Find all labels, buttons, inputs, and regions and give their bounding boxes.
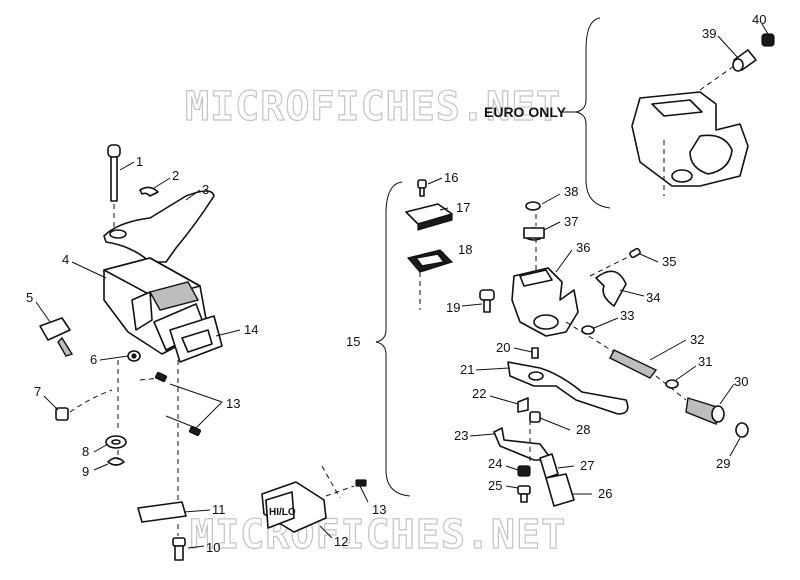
callout-37: 37: [564, 214, 578, 229]
callout-36: 36: [576, 240, 590, 255]
leader-lines: [35, 23, 769, 549]
callout-4: 4: [62, 252, 69, 267]
part-6-washer: [127, 350, 141, 362]
watermark-bottom: MICROFICHES.NET: [190, 512, 566, 558]
callout-27: 27: [580, 458, 594, 473]
part-23-bracket: [493, 427, 553, 461]
callout-16: 16: [444, 170, 458, 185]
callout-31: 31: [698, 354, 712, 369]
part-10-screw: [172, 537, 186, 561]
group-15-bracket: [375, 181, 411, 497]
callout-30: 30: [734, 374, 748, 389]
callout-40: 40: [752, 12, 766, 27]
callout-12: 12: [334, 534, 348, 549]
part-8-washer: [105, 435, 127, 449]
part-1-bolt: [107, 144, 121, 202]
part-3-lever: [103, 190, 215, 263]
callout-25: 25: [488, 478, 502, 493]
callout-10: 10: [206, 540, 220, 555]
callout-14: 14: [244, 322, 258, 337]
part-32-spring: [609, 349, 658, 379]
part-19-pin: [479, 289, 495, 313]
callout-13-left: 13: [226, 396, 240, 411]
callout-39: 39: [702, 26, 716, 41]
part-14-boot: [169, 315, 223, 363]
part-12-switch: HI/LO: [261, 481, 327, 533]
part-13-screw-right: [355, 479, 367, 487]
callout-23: 23: [454, 428, 468, 443]
part-27-switch: [539, 453, 559, 479]
callout-35: 35: [662, 254, 676, 269]
callout-3: 3: [202, 182, 209, 197]
callout-15: 15: [346, 334, 360, 349]
part-24-nut: [517, 465, 531, 477]
callout-2: 2: [172, 168, 179, 183]
part-38-washer: [525, 201, 541, 211]
part-28-nut: [529, 411, 541, 423]
callout-5: 5: [26, 290, 33, 305]
callout-32: 32: [690, 332, 704, 347]
part-17-cover: [405, 203, 453, 231]
callout-38: 38: [564, 184, 578, 199]
part-29-seal: [735, 422, 749, 438]
part-2-clip: [139, 186, 159, 197]
callout-numbers: 1 2 3 4 5 6 7 8 9 10 11 12 13 13 14 15 1…: [26, 12, 766, 555]
part-39-bleeder: [699, 49, 757, 91]
part-37-plug: [523, 227, 545, 241]
callout-8: 8: [82, 444, 89, 459]
part-26-plate: [545, 473, 575, 507]
callout-20: 20: [496, 340, 510, 355]
callout-13-right: 13: [372, 502, 386, 517]
callout-21: 21: [460, 362, 474, 377]
callout-34: 34: [646, 290, 660, 305]
part-34-clamp: [595, 270, 627, 307]
callout-7: 7: [34, 384, 41, 399]
part-33-washer: [581, 325, 595, 335]
part-40-cap: [761, 33, 775, 47]
callout-26: 26: [598, 486, 612, 501]
part-9-clip: [107, 457, 125, 466]
callout-33: 33: [620, 308, 634, 323]
part-7-nut: [55, 407, 69, 421]
part-25-screw: [517, 485, 531, 503]
part-22-spring: [517, 397, 529, 413]
callout-6: 6: [90, 352, 97, 367]
part-18-diaphragm: [406, 249, 454, 273]
callout-28: 28: [576, 422, 590, 437]
part-5-button: [39, 317, 74, 357]
euro-master-cylinder: [631, 91, 749, 196]
watermark-top: MICROFICHES.NET: [185, 84, 561, 130]
callout-19: 19: [446, 300, 460, 315]
euro-bracket: [575, 17, 611, 209]
part-30-piston: [685, 397, 725, 425]
callout-29: 29: [716, 456, 730, 471]
callout-18: 18: [458, 242, 472, 257]
part-31-washer: [665, 379, 679, 389]
part-11-plate: [137, 501, 187, 523]
callout-22: 22: [472, 386, 486, 401]
part-36-master-cylinder: [511, 267, 579, 337]
part-35-screw: [589, 247, 641, 277]
part-20-pin: [531, 347, 539, 359]
callout-17: 17: [456, 200, 470, 215]
part-16-screw: [417, 179, 427, 197]
callout-11: 11: [212, 502, 226, 517]
euro-only-label: EURO ONLY: [484, 104, 567, 120]
callout-9: 9: [82, 464, 89, 479]
part-21-lever: [507, 361, 629, 415]
switch-label: HI/LO: [269, 507, 296, 518]
callout-24: 24: [488, 456, 502, 471]
callout-1: 1: [136, 154, 143, 169]
